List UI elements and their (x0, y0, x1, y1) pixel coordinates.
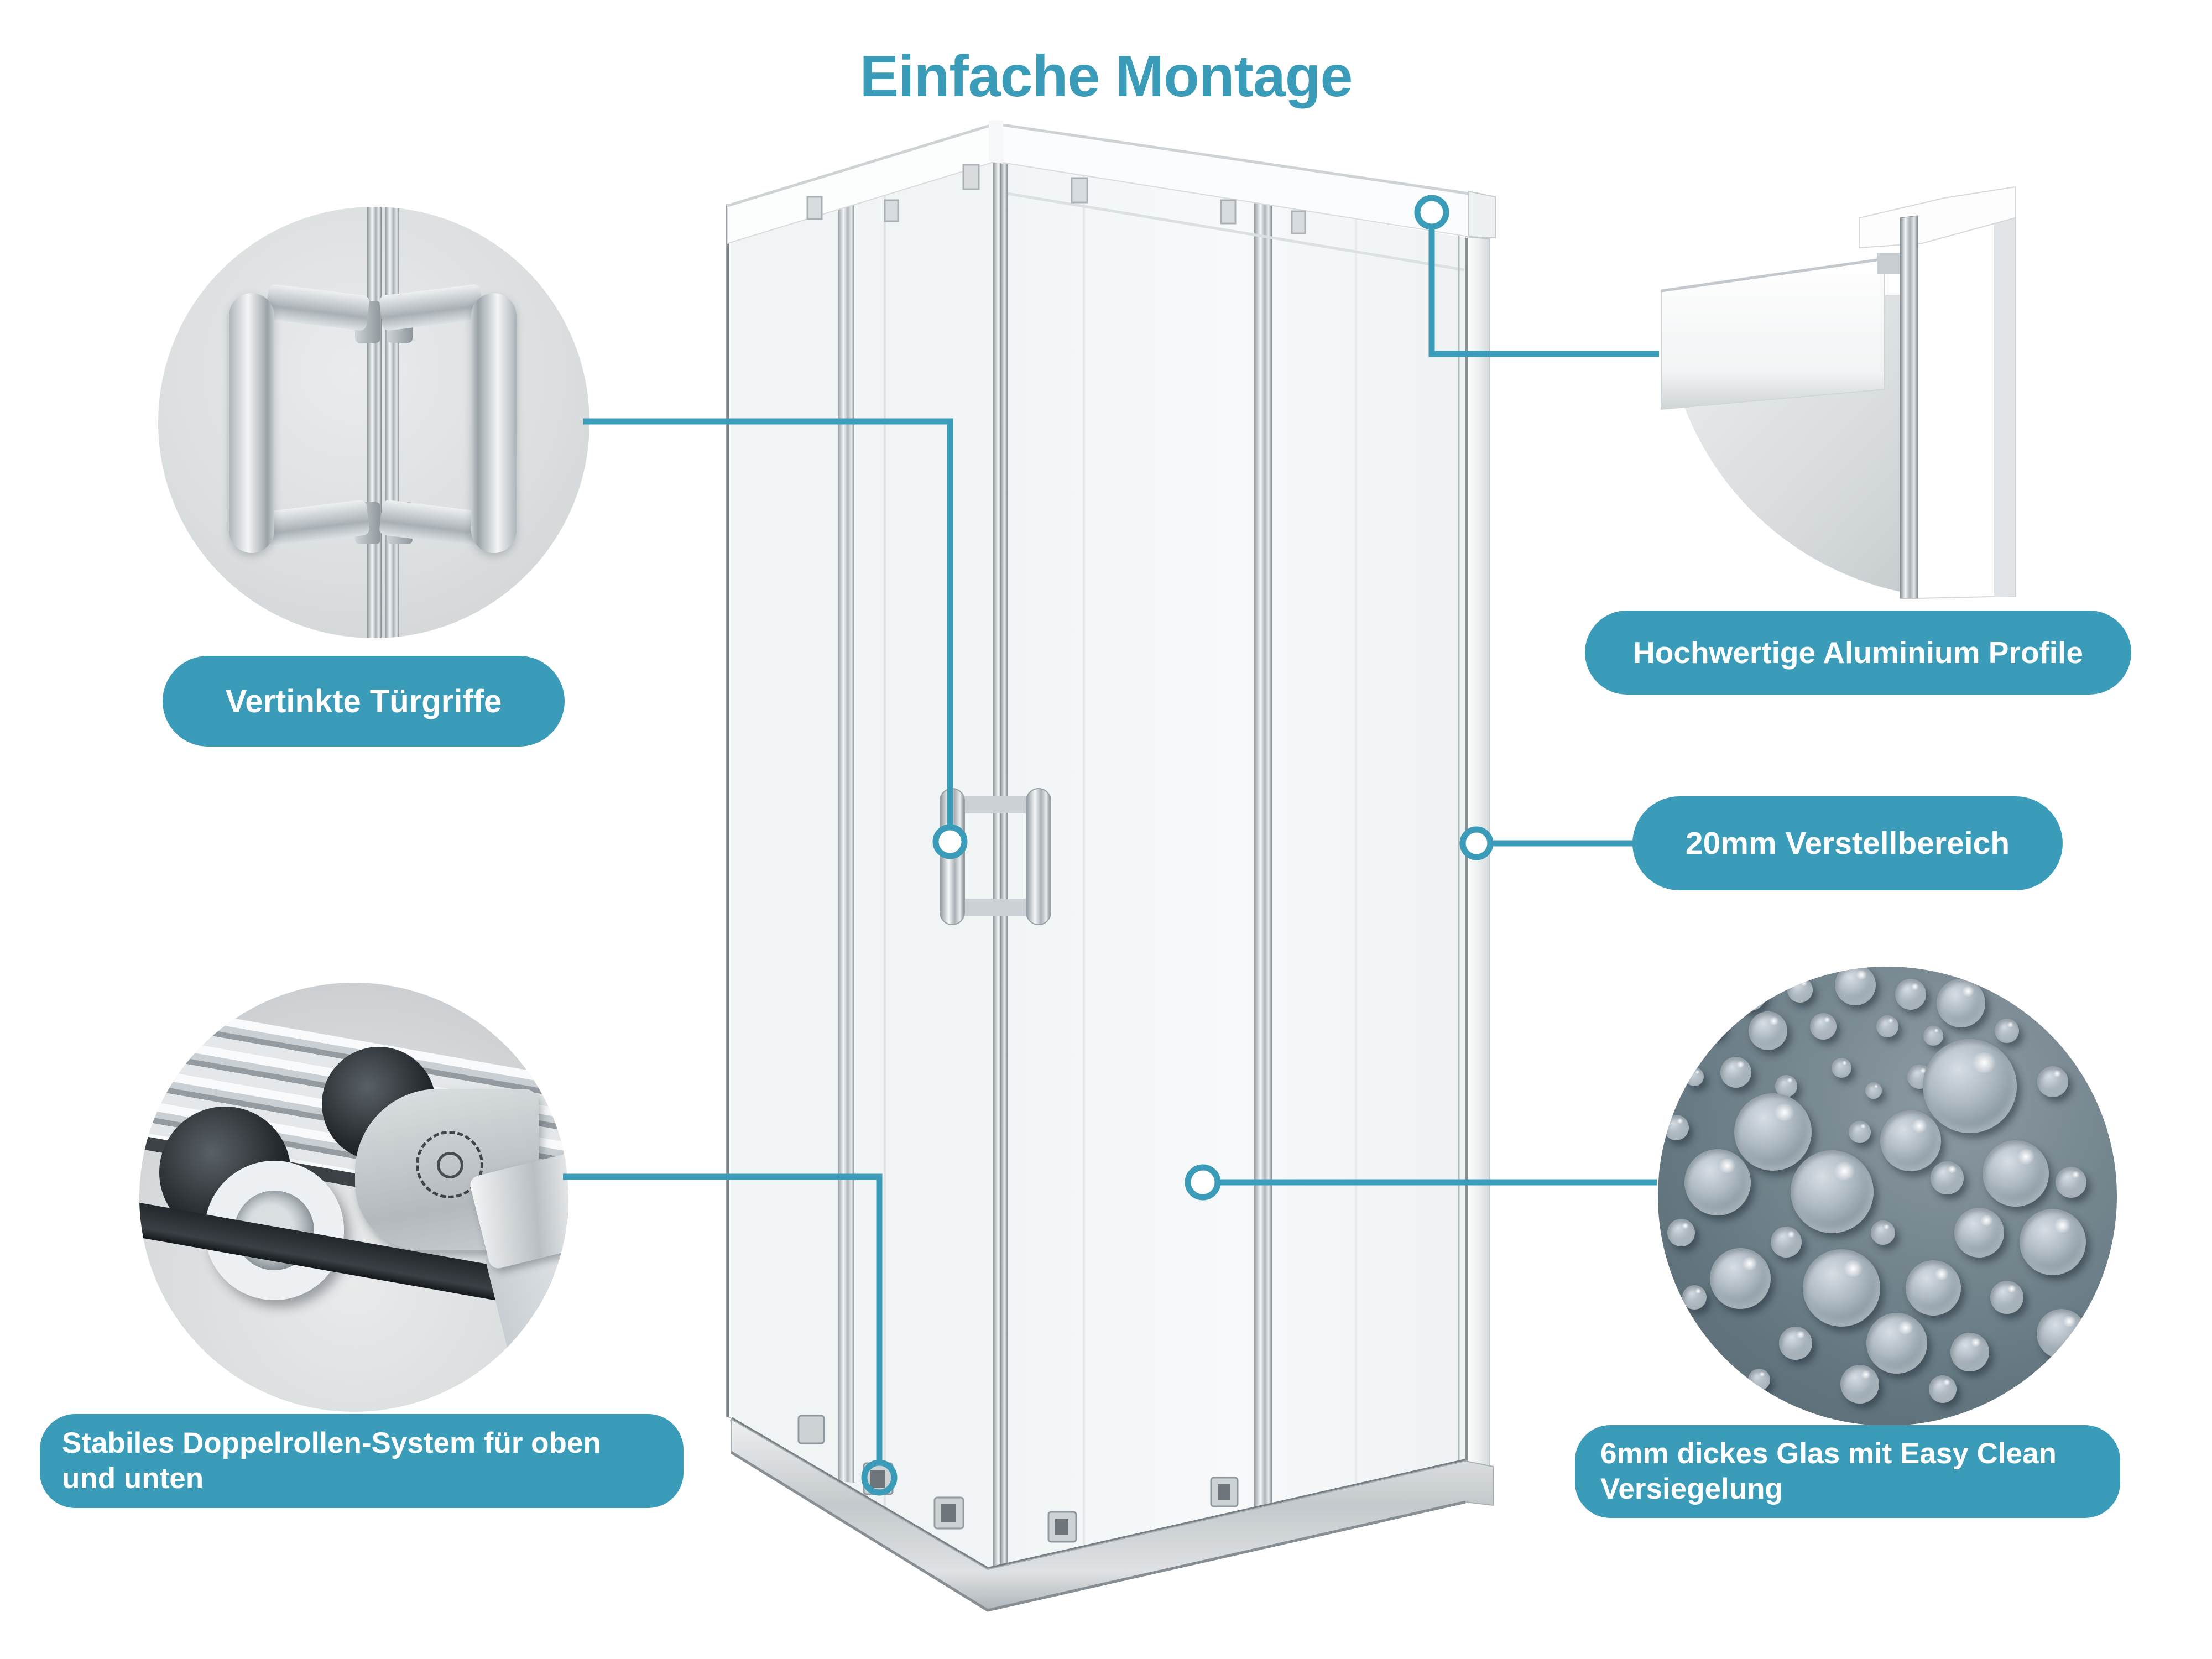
bottom-rail-lower-edge (730, 1451, 1466, 1612)
left-handle-top-arm (264, 284, 371, 331)
right-door-handle (1026, 788, 1051, 925)
aluminium-profile-closeup-photo (1661, 186, 2016, 599)
water-droplet (1720, 1056, 1752, 1088)
label-glass-coating: 6mm dickes Glas mit Easy Clean Versiegel… (1575, 1425, 2120, 1518)
water-droplet (1771, 1227, 1802, 1258)
water-droplet (2056, 1167, 2086, 1198)
left-handle-bottom-arm (264, 499, 371, 547)
water-droplet (1870, 1220, 1895, 1245)
water-droplet (1787, 977, 1813, 1003)
left-handle-bar (229, 293, 274, 553)
label-handles-text: Vertinkte Türgriffe (225, 683, 502, 719)
water-droplet (1840, 1365, 1880, 1404)
hidden-roller-axle-mark (437, 1152, 463, 1178)
water-droplet (1923, 1039, 2017, 1133)
water-droplet (1663, 1114, 1689, 1140)
water-droplet (1928, 1375, 1957, 1403)
water-droplet (1803, 1249, 1880, 1327)
door-top-edge-line (1007, 192, 1465, 272)
profile-joint-block (1877, 253, 1902, 274)
water-droplet (1682, 1285, 1707, 1310)
profile-horizontal-beam (1661, 258, 1885, 410)
top-right-corner-cap (1468, 190, 1496, 239)
water-droplet (1880, 1110, 1941, 1172)
label-glass-coating-line2: Versiegelung (1600, 1473, 1783, 1505)
water-droplet (1685, 1067, 1704, 1087)
right-handle-bar (471, 293, 517, 553)
water-droplet (1779, 1326, 1812, 1360)
water-droplet (1684, 1149, 1751, 1216)
water-droplet (1866, 1312, 1927, 1374)
water-droplet (1702, 1015, 1724, 1037)
label-aluminium-profile-text: Hochwertige Aluminium Profile (1633, 635, 2083, 670)
water-droplet (1876, 1015, 1898, 1037)
label-roller-system: Stabiles Doppelrollen-System für oben un… (40, 1414, 684, 1508)
beam-top-edge (1661, 257, 1885, 293)
water-droplet (1809, 1013, 1837, 1040)
water-droplet (1791, 1150, 1874, 1233)
profile-chrome-strip (1900, 215, 1918, 599)
water-droplet (1906, 1260, 1961, 1316)
water-droplet (1923, 1025, 1943, 1046)
water-droplet (1734, 1093, 1812, 1171)
water-droplet (1710, 1248, 1771, 1310)
label-handles: Vertinkte Türgriffe (163, 656, 565, 747)
water-droplet (1983, 1140, 2049, 1207)
label-adjustment-range-text: 20mm Verstellbereich (1685, 826, 2010, 861)
profile-top-cap (1859, 186, 2016, 249)
water-droplet (1950, 1333, 1990, 1372)
water-droplet (1865, 1082, 1882, 1099)
door-hanger-clips (806, 164, 1306, 234)
water-droplet (1936, 979, 1985, 1028)
water-droplet (1733, 977, 1766, 1011)
handles-closeup-photo (158, 207, 589, 638)
right-frame-post (1465, 236, 1490, 1468)
water-droplet (1849, 1120, 1871, 1143)
water-droplet (1930, 1161, 1964, 1194)
glass-edge-strip-right (385, 207, 399, 638)
front-glass-panels (1008, 161, 1465, 1572)
roller-system-closeup-photo (139, 983, 568, 1412)
water-droplet (1749, 1011, 1788, 1051)
water-droplet (1834, 967, 1876, 1006)
water-droplet (2037, 1309, 2087, 1359)
water-droplet (2037, 1066, 2068, 1097)
bracket-slots (870, 1470, 1230, 1535)
glass-edge-strip-left (367, 207, 382, 638)
label-roller-system-line1: Stabiles Doppelrollen-System für oben (62, 1427, 601, 1460)
left-door-edge-profile (838, 205, 854, 1483)
top-corner-cap (989, 121, 1003, 164)
label-adjustment-range: 20mm Verstellbereich (1632, 796, 2063, 890)
water-droplet (2019, 1209, 2086, 1275)
glass-coating-closeup-photo (1658, 967, 2117, 1426)
front-door-edge-profile (1254, 202, 1272, 1515)
water-droplet (1895, 978, 1926, 1010)
water-droplet (1667, 1219, 1695, 1247)
label-roller-system-line2: und unten (62, 1462, 204, 1495)
water-droplet (1954, 1208, 2004, 1258)
page-title: Einfache Montage (859, 44, 1353, 109)
water-droplet (1747, 1369, 1770, 1391)
water-droplet (1990, 1280, 2023, 1314)
left-door-handle (940, 788, 965, 925)
label-glass-coating-line1: 6mm dickes Glas mit Easy Clean (1600, 1437, 2057, 1470)
water-droplet (1832, 1057, 1851, 1078)
column-side-shade (1994, 202, 2015, 597)
water-droplet (1994, 1019, 2019, 1044)
hidden-roller-dashed-outline (416, 1131, 483, 1198)
label-aluminium-profile: Hochwertige Aluminium Profile (1585, 611, 2131, 695)
